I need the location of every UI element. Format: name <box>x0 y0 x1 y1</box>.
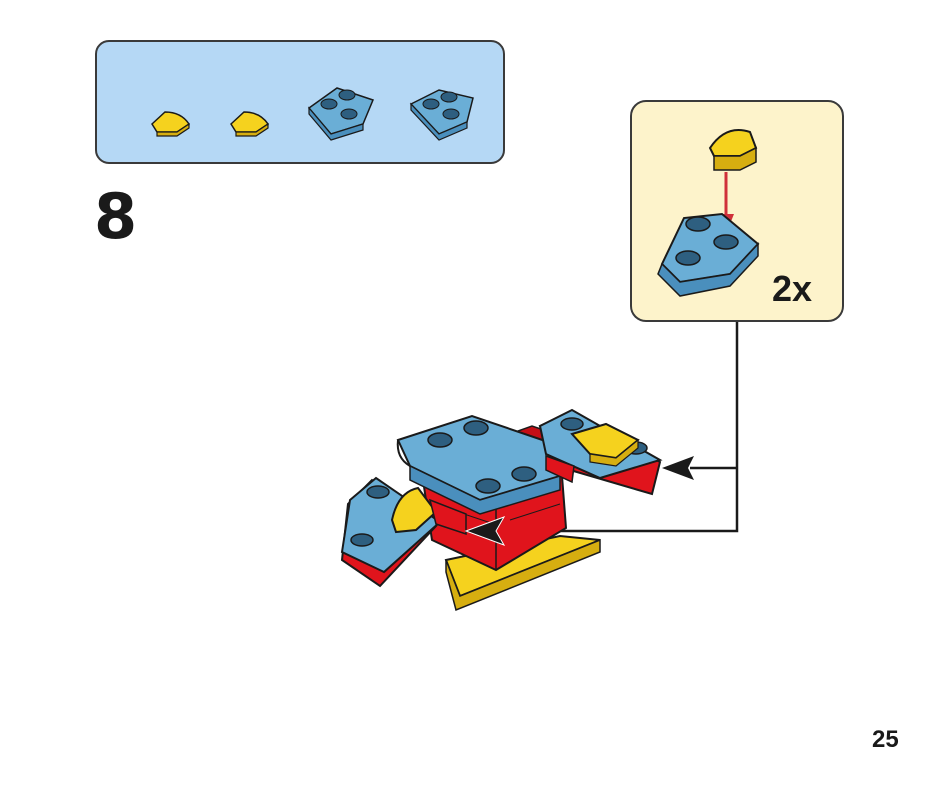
attach-arrow-right-icon <box>662 456 694 480</box>
parts-list-panel <box>95 40 505 164</box>
sub-assembly-panel: 2x <box>630 100 844 322</box>
quantity-multiplier: 2x <box>772 268 813 309</box>
yellow-curved-tile-icon <box>230 111 270 137</box>
left-wing-assembly <box>340 476 442 588</box>
step-number: 8 <box>94 180 138 253</box>
callout-connector-lines <box>500 322 739 533</box>
attach-arrow-left-icon <box>464 516 506 546</box>
blue-wedge-plate-icon <box>307 87 375 141</box>
blue-wedge-plate-icon <box>409 89 474 141</box>
right-wing-assembly <box>538 408 663 496</box>
hinge-connector <box>428 454 575 536</box>
page-number: 25 <box>872 726 899 753</box>
yellow-curved-tile-icon <box>708 129 758 171</box>
blue-wedge-plate-icon <box>657 212 760 297</box>
top-blue-plate <box>396 414 561 515</box>
yellow-curved-tile-icon <box>151 111 191 137</box>
sub-assembly-drawing <box>657 129 760 297</box>
parts-list-drawing <box>151 87 474 141</box>
